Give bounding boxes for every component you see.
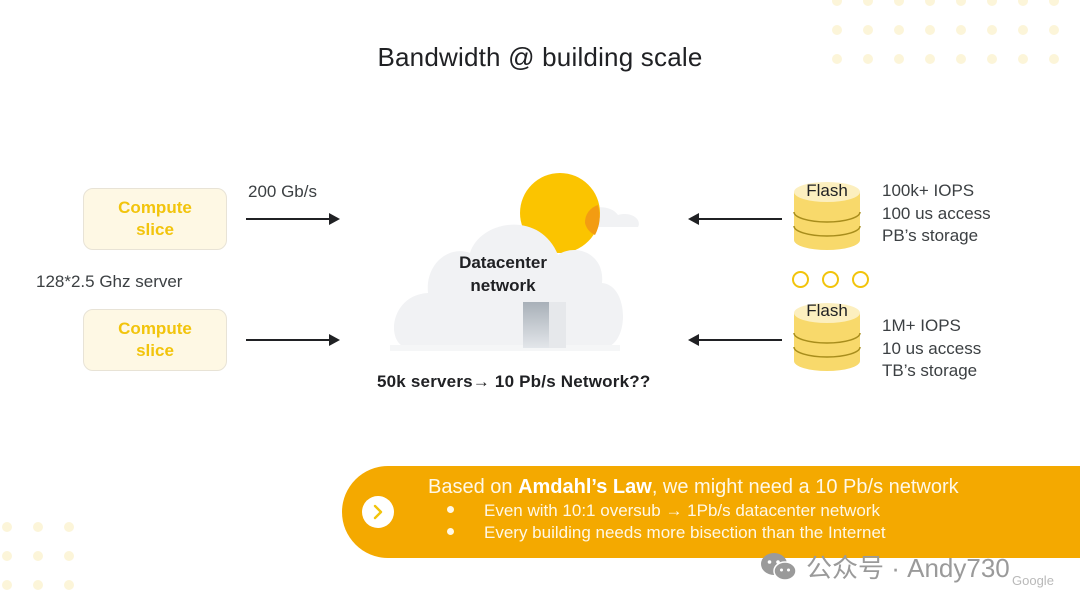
decorative-dot: [894, 25, 904, 35]
cloud-base-shadow: [390, 345, 620, 351]
arrow-right-icon: [246, 334, 340, 346]
google-logo: Google: [1012, 573, 1054, 588]
banner-headline-prefix: Based on: [428, 476, 519, 498]
flash-specs-tier2: 1M+ IOPS 10 us access TB’s storage: [882, 315, 981, 383]
decorative-dot: [2, 551, 12, 561]
spec-line: 1M+ IOPS: [882, 316, 961, 335]
ellipsis-circle: [852, 271, 869, 288]
decorative-dot: [1049, 25, 1059, 35]
server-spec-label: 128*2.5 Ghz server: [36, 272, 183, 291]
decorative-dot: [33, 522, 43, 532]
decorative-dot-grid-top-right: [832, 0, 1059, 64]
arrow-left-icon: [688, 213, 782, 225]
decorative-dot: [64, 551, 74, 561]
decorative-dot: [1018, 54, 1028, 64]
decorative-dot: [863, 0, 873, 6]
compute-slice-label: Compute: [118, 319, 192, 338]
decorative-dot-grid-bottom-left: [2, 522, 74, 590]
decorative-dot: [1049, 0, 1059, 6]
decorative-dot: [832, 0, 842, 6]
decorative-dot: [64, 580, 74, 590]
decorative-dot: [33, 580, 43, 590]
decorative-dot: [64, 522, 74, 532]
compute-slice-label: slice: [136, 341, 174, 360]
spec-line: PB’s storage: [882, 226, 979, 245]
banner-headline-bold: Amdahl’s Law: [518, 476, 652, 498]
decorative-dot: [987, 25, 997, 35]
compute-slice-label: slice: [136, 220, 174, 239]
spec-line: 10 us access: [882, 338, 982, 358]
decorative-dot: [33, 551, 43, 561]
flash-label: Flash: [806, 301, 848, 320]
spec-line: TB’s storage: [882, 361, 978, 380]
banner-bullet-text: Every building needs more bisection than…: [484, 523, 886, 542]
wechat-icon: [761, 552, 797, 581]
datacenter-network-line1: Datacenter: [459, 253, 547, 272]
ellipsis-circle: [822, 271, 839, 288]
datacenter-network-label: Datacenter network: [430, 251, 576, 297]
flash-storage-icon: [793, 303, 861, 371]
server-rack-side: [549, 302, 566, 348]
decorative-dot: [956, 25, 966, 35]
decorative-dot: [1018, 0, 1028, 6]
decorative-dot: [832, 25, 842, 35]
arrow-left-icon: [688, 334, 782, 346]
banner-bullet: Even with 10:1 oversub → 1Pb/s datacente…: [447, 501, 880, 521]
banner-headline-suffix: , we might need a 10 Pb/s network: [651, 476, 959, 498]
watermark-text: 公众号 · Andy730: [806, 553, 1010, 583]
decorative-dot: [894, 54, 904, 64]
wechat-watermark: 公众号 · Andy730: [760, 548, 1010, 585]
decorative-dot: [2, 522, 12, 532]
flash-label: Flash: [806, 181, 848, 200]
decorative-dot: [987, 54, 997, 64]
flash-specs-tier1: 100k+ IOPS 100 us access PB’s storage: [882, 180, 991, 248]
sun-shade: [584, 205, 600, 235]
three-circles-icon: [792, 271, 869, 288]
spec-line: 100 us access: [882, 203, 991, 223]
datacenter-network-line2: network: [470, 276, 536, 295]
ellipsis-circle: [792, 271, 809, 288]
network-caption: 50k servers→ 10 Pb/s Network??: [377, 372, 651, 391]
decorative-dot: [2, 580, 12, 590]
chevron-right-icon: [373, 504, 383, 520]
spec-line: 100k+ IOPS: [882, 181, 975, 200]
decorative-dot: [1049, 54, 1059, 64]
compute-slice-label: Compute: [118, 198, 192, 217]
decorative-dot: [863, 25, 873, 35]
arrow-right-icon: [246, 213, 340, 225]
decorative-dot: [925, 0, 935, 6]
decorative-dot: [863, 54, 873, 64]
decorative-dot: [925, 25, 935, 35]
slide-title: Bandwidth @ building scale: [377, 42, 703, 72]
server-rack-icon: [523, 302, 549, 348]
bullet-icon: [447, 506, 454, 514]
flash-storage-icon: [793, 182, 861, 250]
decorative-dot: [925, 54, 935, 64]
link-speed-label: 200 Gb/s: [248, 182, 317, 201]
bullet-icon: [447, 528, 454, 536]
datacenter-cloud-illustration: [390, 173, 639, 351]
banner-headline: Based on Amdahl’s Law, we might need a 1…: [428, 476, 959, 499]
decorative-dot: [987, 0, 997, 6]
decorative-dot: [832, 54, 842, 64]
banner-bullet: Every building needs more bisection than…: [447, 523, 886, 543]
decorative-dot: [956, 54, 966, 64]
decorative-dot: [1018, 25, 1028, 35]
decorative-dot: [894, 0, 904, 6]
banner-next-button[interactable]: [362, 496, 394, 528]
decorative-dot: [956, 0, 966, 6]
banner-bullet-text: Even with 10:1 oversub → 1Pb/s datacente…: [484, 501, 880, 520]
takeaway-banner: [342, 466, 1080, 558]
compute-slice-box: Compute slice: [83, 188, 227, 250]
compute-slice-box: Compute slice: [83, 309, 227, 371]
